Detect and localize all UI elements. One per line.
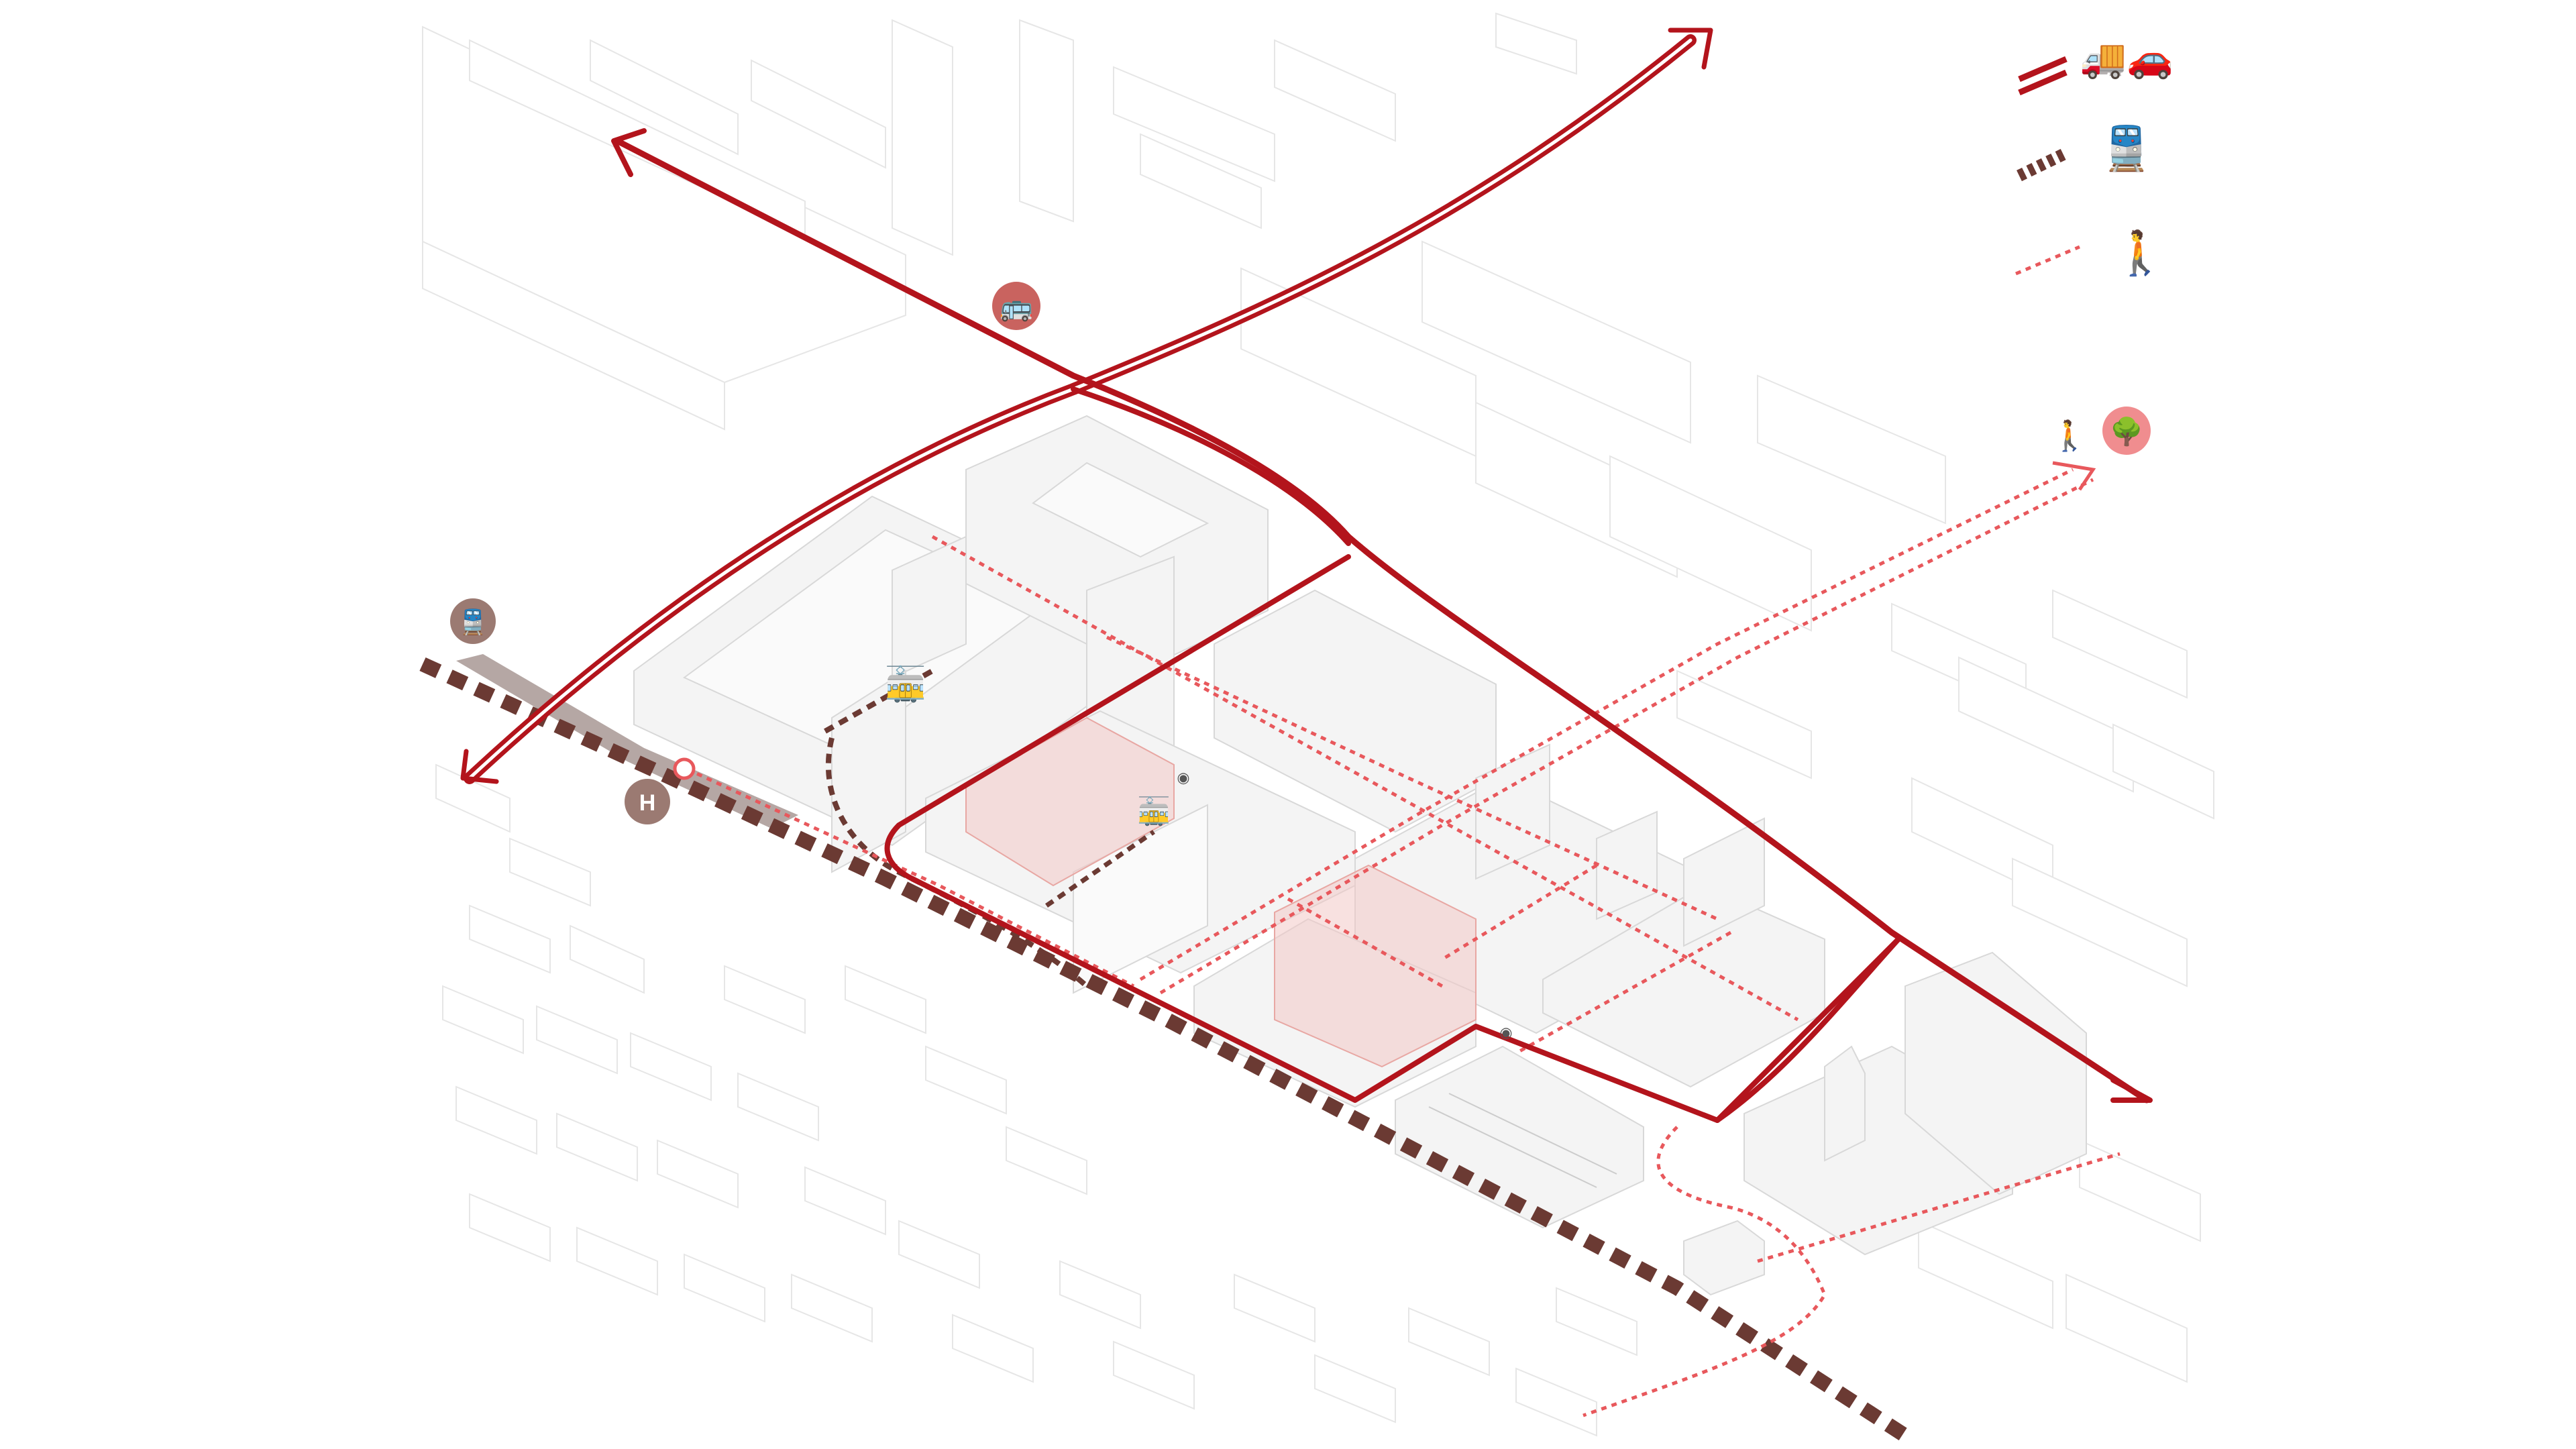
stop-h-icon: H — [639, 790, 656, 816]
arrow-southeast — [2110, 1077, 2153, 1103]
park-marker: 🌳 🚶 — [2051, 407, 2151, 455]
arrow-northwest — [611, 128, 647, 177]
pedestrian-paths — [676, 461, 2121, 1417]
rail-platform — [456, 654, 798, 828]
parking-garage — [1395, 1045, 1644, 1229]
railway-spur — [1045, 830, 1155, 908]
walkway-central — [1106, 635, 1719, 921]
park-arrow-head — [2052, 461, 2096, 491]
legend: 🚚🚗 🚆 🚶 — [2015, 38, 2174, 278]
map-markers: 🚌 🚆 H 🚋 🚋 ◉ ◉ 🌳 🚶 — [450, 282, 2151, 1042]
context-buildings — [422, 12, 2214, 1437]
pedestrian-icon: 🚶 — [2113, 229, 2167, 278]
parking-icon: ◉ — [1177, 770, 1189, 787]
legend-row-traffic: 🚚🚗 — [2018, 38, 2174, 96]
main-road-northwest — [614, 138, 2150, 1104]
walkway-church — [1757, 1152, 2121, 1263]
parking-icon-2: ◉ — [1499, 1025, 1512, 1042]
walkway-cross — [1287, 863, 1732, 1055]
bus-stop-marker: 🚌 — [992, 282, 1040, 330]
legend-row-rail: 🚆 — [2017, 124, 2153, 182]
railway-main — [419, 657, 1909, 1442]
walkway-station — [676, 763, 1135, 988]
highlight-area-west — [965, 716, 1175, 887]
legend-line-road — [2018, 56, 2068, 96]
walkway-diagonal — [931, 535, 1799, 1022]
arrow-southwest — [460, 749, 499, 784]
site-connector-east — [1715, 936, 1901, 1123]
legend-line-pedestrian — [2015, 245, 2080, 276]
stop-h-marker: H — [625, 779, 670, 824]
pedestrian-icon-park: 🚶 — [2051, 419, 2088, 453]
legend-row-pedestrian: 🚶 — [2015, 229, 2167, 278]
walkway-to-park — [1139, 468, 2074, 981]
train-icon: 🚆 — [2100, 124, 2153, 174]
roads — [460, 28, 2153, 1123]
tram-icon-2: 🚋 — [1137, 796, 1171, 827]
rail-station-marker: 🚆 — [450, 598, 496, 644]
site-loop-road — [884, 554, 1901, 1123]
park-tree-icon: 🌳 — [2110, 415, 2143, 447]
traffic-vehicles-icon: 🚚🚗 — [2080, 38, 2173, 81]
arrow-northeast — [1668, 28, 1713, 70]
walkway-east — [1582, 1126, 1827, 1417]
walkway-to-park-2 — [1159, 478, 2094, 995]
project-buildings — [633, 415, 2087, 1296]
train-station-icon: 🚆 — [458, 608, 488, 637]
site-inner-road — [1071, 386, 1351, 546]
legend-line-rail — [2017, 147, 2069, 182]
bus-stop-icon: 🚌 — [1000, 292, 1033, 323]
tram-icon: 🚋 — [885, 665, 926, 704]
highlight-area-central — [1274, 864, 1477, 1068]
station-ring-marker — [673, 757, 696, 780]
